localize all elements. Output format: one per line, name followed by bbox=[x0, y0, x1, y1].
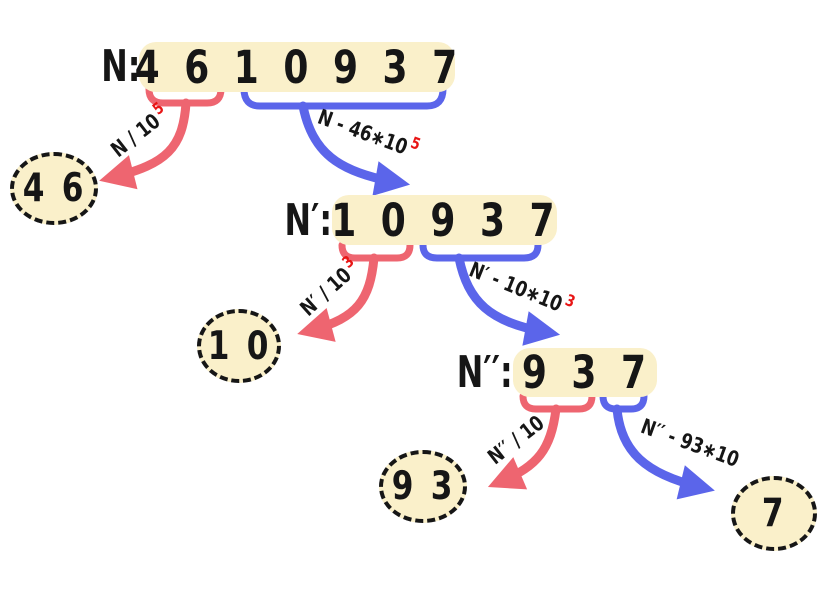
level-1-subtract-arrow bbox=[298, 101, 411, 196]
level-3-number-box: 9 3 7 bbox=[513, 346, 657, 399]
level-1-subtract-brace bbox=[240, 85, 447, 110]
level-3-variable-label: N′′: bbox=[420, 347, 513, 398]
level-2-variable-text: N′: bbox=[284, 195, 332, 246]
level-2-variable-label: N′: bbox=[250, 195, 332, 246]
level-3-subtract-arrow bbox=[612, 404, 715, 500]
level-1-variable-label: N: bbox=[62, 41, 140, 92]
level-1-divide-result-value: 4 6 bbox=[22, 166, 86, 211]
level-3-subtract-brace bbox=[599, 392, 648, 413]
level-3-digits: 9 3 7 bbox=[521, 346, 649, 399]
level-2-divide-result-value: 1 0 bbox=[207, 323, 271, 369]
level-3-subtract-result-value: 7 bbox=[762, 491, 786, 536]
level-1-number-box: 4 6 1 0 9 3 7 bbox=[135, 41, 458, 94]
level-3-divide-result-circle: 9 3 bbox=[379, 450, 467, 523]
level-3-subtract-result-circle: 7 bbox=[731, 476, 817, 551]
level-2-divide-arrow bbox=[297, 253, 379, 342]
level-1-divide-result-circle: 4 6 bbox=[10, 152, 98, 225]
level-3-divide-arrow bbox=[487, 404, 561, 490]
level-2-subtract-brace bbox=[419, 241, 542, 262]
level-2-digits: 1 0 9 3 7 bbox=[331, 193, 558, 247]
level-3-variable-text: N′′: bbox=[457, 347, 513, 398]
level-3-divide-result-value: 9 3 bbox=[391, 464, 455, 509]
level-2-subtract-arrow bbox=[454, 253, 561, 346]
level-1-digits: 4 6 1 0 9 3 7 bbox=[134, 40, 460, 94]
level-1-variable-text: N: bbox=[100, 41, 140, 92]
level-2-divide-result-circle: 1 0 bbox=[197, 309, 281, 383]
level-2-number-box: 1 0 9 3 7 bbox=[331, 193, 558, 247]
level-1-divide-arrow bbox=[99, 98, 191, 190]
